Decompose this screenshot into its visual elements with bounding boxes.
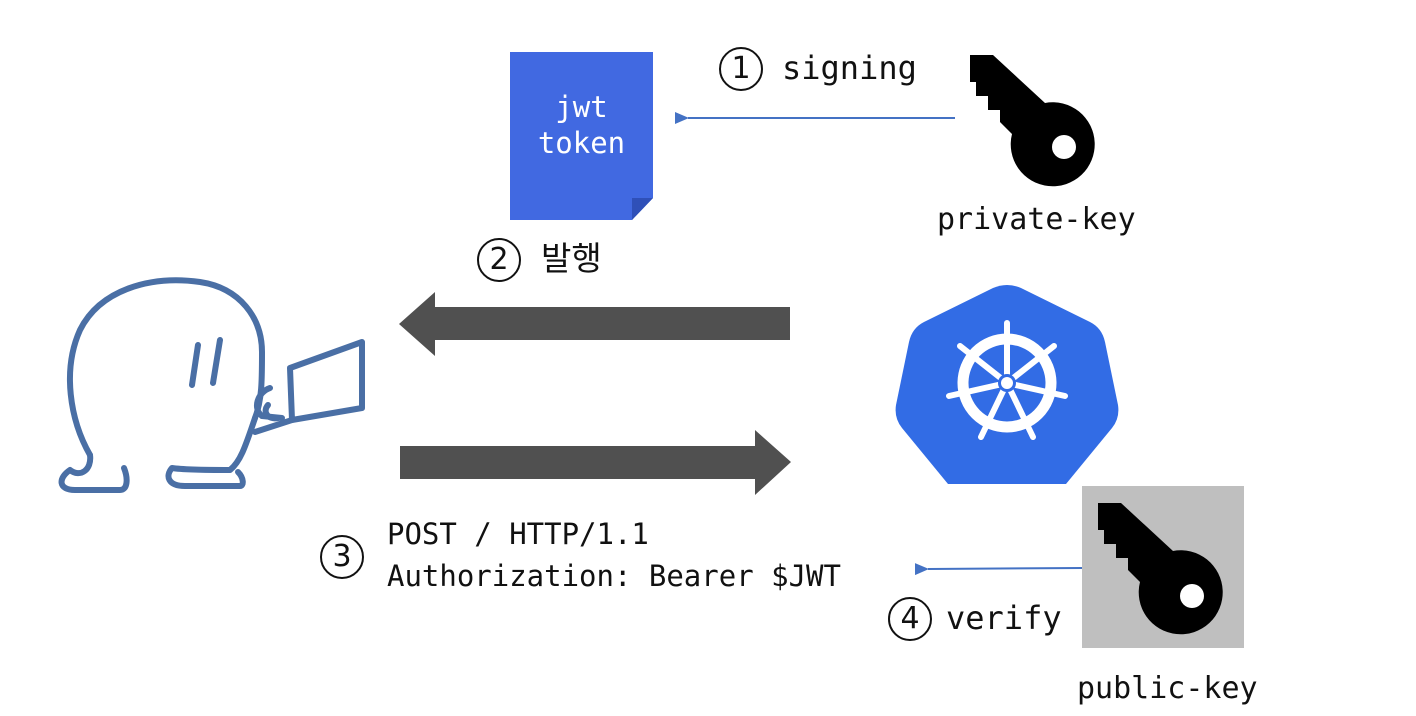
step2-label: 발행 [541, 239, 602, 278]
kubernetes-helm-icon [895, 285, 1119, 484]
jwt-token-line1: jwt [555, 90, 608, 124]
issue-arrow [399, 292, 790, 356]
step1-number: 1 [731, 51, 751, 86]
public-key-icon [1098, 503, 1223, 635]
step1-number-badge: 1 [719, 47, 763, 91]
user-with-laptop-icon [58, 277, 365, 493]
step3-request-line: POST / HTTP/1.1 [387, 517, 649, 551]
step2-number: 2 [489, 242, 509, 277]
public-key-label: public-key [1077, 671, 1258, 706]
step4-number-badge: 4 [888, 597, 932, 641]
jwt-token-label: jwt token [510, 89, 653, 162]
jwt-token-line2: token [537, 126, 626, 161]
step4-label: verify [946, 599, 1062, 637]
private-key-icon [970, 55, 1095, 187]
step2-number-badge: 2 [477, 238, 521, 282]
jwt-token-document [510, 52, 653, 220]
step1-label: signing [782, 49, 917, 87]
step4-number: 4 [900, 601, 920, 636]
request-arrow [400, 430, 791, 495]
step3-number-badge: 3 [320, 535, 364, 579]
step3-authorization-header: Authorization: Bearer $JWT [387, 559, 841, 593]
private-key-label: private-key [937, 202, 1136, 237]
verify-arrow [914, 563, 1083, 576]
step3-number: 3 [332, 539, 352, 574]
